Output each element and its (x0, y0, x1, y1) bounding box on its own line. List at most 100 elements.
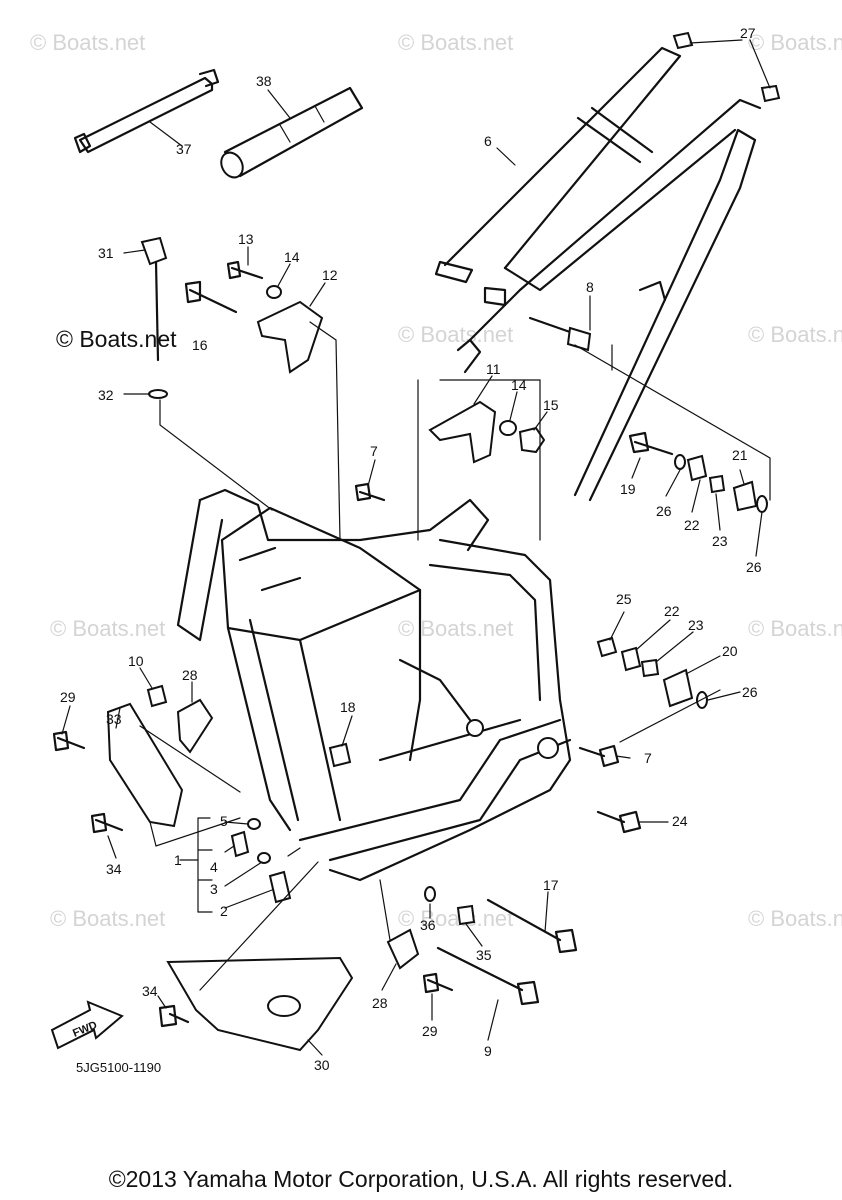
part-bolt (528, 316, 592, 352)
callout-number: 10 (128, 653, 144, 669)
part-main-frame (176, 488, 572, 882)
callout-number: 38 (256, 73, 272, 89)
part-damper (686, 454, 708, 482)
part-bolt (354, 482, 386, 502)
callout-number: 14 (284, 249, 300, 265)
callout-number: 28 (372, 995, 388, 1011)
callout-number: 7 (644, 750, 652, 766)
watermark: © Boats.net (50, 906, 166, 931)
callout-number: 37 (176, 141, 192, 157)
watermark: © Boats.net (748, 616, 842, 641)
callout-number: 12 (322, 267, 338, 283)
callout-number: 30 (314, 1057, 330, 1073)
callout-number: 27 (740, 25, 756, 41)
callout-number: 7 (370, 443, 378, 459)
callout-number: 34 (106, 861, 122, 877)
part-long-bolt (486, 898, 578, 954)
part-damper (620, 646, 642, 672)
part-collar (708, 474, 726, 494)
part-washer (499, 420, 517, 436)
callout-numbers: 1 2 3 4 5 6 7 7 8 9 10 11 12 13 14 14 15… (60, 25, 762, 1073)
callout-number: 3 (210, 881, 218, 897)
part-washer (756, 495, 768, 513)
part-wrench (73, 68, 220, 154)
part-dipstick (140, 236, 168, 399)
callout-number: 20 (722, 643, 738, 659)
part-cap (672, 31, 694, 50)
callout-number: 25 (616, 591, 632, 607)
part-washer (424, 886, 436, 902)
callout-number: 14 (511, 377, 527, 393)
callout-number: 18 (340, 699, 356, 715)
part-bracket (386, 928, 420, 970)
fwd-arrow-icon: FWD (50, 1000, 124, 1050)
watermark: © Boats.net (398, 30, 514, 55)
callout-number: 23 (688, 617, 704, 633)
watermark: © Boats.net (398, 616, 514, 641)
part-bolt (422, 972, 454, 994)
callout-number: 32 (98, 387, 114, 403)
part-nut (456, 904, 476, 926)
watermark: © Boats.net (748, 322, 842, 347)
callout-number: 21 (732, 447, 748, 463)
callout-number: 5 (220, 813, 228, 829)
callout-number: 17 (543, 877, 559, 893)
part-engine-bracket (428, 400, 497, 464)
callout-number: 4 (210, 859, 218, 875)
part-bolt (52, 730, 86, 752)
part-washer (266, 285, 282, 299)
part-bolt (158, 1004, 190, 1028)
part-damper (662, 668, 694, 708)
watermark: © Boats.net (30, 30, 146, 55)
part-bracket (176, 698, 214, 754)
part-guard (106, 702, 184, 828)
watermark: © Boats.net (50, 616, 166, 641)
callout-number: 16 (192, 337, 208, 353)
part-bolt (628, 431, 674, 456)
callout-number: 9 (484, 1043, 492, 1059)
callout-number: 22 (664, 603, 680, 619)
part-socket-tool (220, 86, 364, 179)
part-washer (674, 454, 686, 470)
callout-number: 28 (182, 667, 198, 683)
callout-number: 1 (174, 852, 182, 868)
callout-number: 6 (484, 133, 492, 149)
part-bolt (596, 810, 642, 834)
part-skid-plate (166, 956, 354, 1052)
callout-number: 26 (656, 503, 672, 519)
part-collar (146, 684, 168, 708)
part-bolt (184, 280, 238, 314)
watermark: © Boats.net (748, 906, 842, 931)
callout-number: 15 (543, 397, 559, 413)
callout-number: 26 (742, 684, 758, 700)
callout-number: 29 (60, 689, 76, 705)
callout-number: 11 (486, 361, 501, 377)
part-rear-subframe (434, 46, 762, 502)
part-engine-bracket (256, 300, 324, 374)
callout-number: 26 (746, 559, 762, 575)
part-sensor-assembly (197, 817, 292, 913)
callout-number: 19 (620, 481, 636, 497)
part-bolt (226, 260, 264, 280)
callout-number: 33 (106, 711, 122, 727)
callout-number: 2 (220, 903, 228, 919)
part-collar (328, 742, 352, 768)
part-skid-plate-hole (267, 995, 301, 1017)
assembly-lines (139, 321, 771, 991)
callout-number: 29 (422, 1023, 438, 1039)
diagram-code: 5JG5100-1190 (76, 1060, 162, 1075)
callout-number: 8 (586, 279, 594, 295)
part-nut (596, 636, 618, 658)
callout-number: 24 (672, 813, 688, 829)
part-damper (732, 480, 758, 512)
callout-number: 31 (98, 245, 114, 261)
callout-number: 13 (238, 231, 254, 247)
part-long-bolt (436, 946, 540, 1006)
copyright-notice: ©2013 Yamaha Motor Corporation, U.S.A. A… (108, 1166, 734, 1192)
callout-number: 22 (684, 517, 700, 533)
watermark: © Boats.net (398, 906, 514, 931)
leader-lines (61, 39, 771, 1056)
watermark: © Boats.net (748, 30, 842, 55)
part-collar (640, 658, 660, 678)
